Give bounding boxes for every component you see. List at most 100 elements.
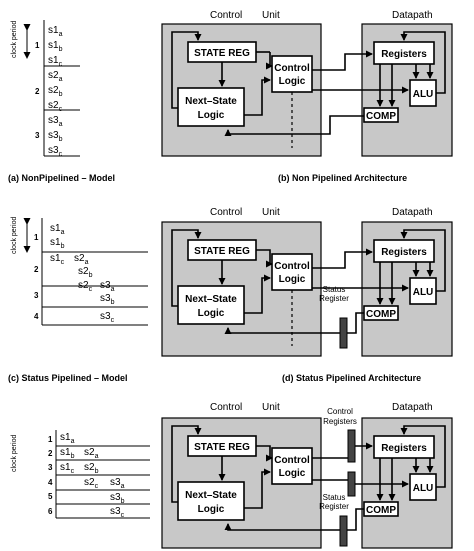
- state-label: s1b: [48, 40, 63, 53]
- status-register: [339, 317, 348, 349]
- status-register-label: Status: [323, 285, 346, 294]
- next-state-logic-block: [177, 87, 245, 127]
- period-number: 1: [35, 41, 40, 50]
- caption-a: (a) NonPipelined – Model: [8, 173, 115, 183]
- status-wire: [224, 115, 364, 136]
- caption-c: (c) Status Pipelined – Model: [8, 373, 128, 383]
- control-registers-label: Registers: [323, 417, 357, 426]
- state-label: s3c: [110, 506, 125, 519]
- period-number: 2: [34, 265, 39, 274]
- next-state-logic-block: [177, 285, 245, 325]
- feedback-wire: [171, 425, 202, 503]
- svg-text:Logic: Logic: [279, 468, 306, 479]
- period-number: 6: [48, 507, 53, 516]
- state-label: s2b: [48, 85, 63, 98]
- state-label: s3b: [110, 492, 125, 505]
- period-number: 3: [34, 291, 39, 300]
- alu-block: [409, 79, 437, 107]
- period-number: 1: [48, 435, 53, 444]
- svg-text:Registers: Registers: [381, 443, 427, 454]
- status-register: [339, 515, 348, 547]
- state-label: s1b: [60, 447, 75, 460]
- wire: [256, 249, 273, 268]
- control-label: Control: [210, 207, 242, 218]
- svg-text:Logic: Logic: [198, 504, 225, 515]
- state-label: s1c: [60, 462, 75, 475]
- registers-block: [373, 41, 435, 65]
- state-label: s1a: [50, 223, 65, 236]
- wire: [244, 76, 271, 116]
- svg-text:COMP: COMP: [366, 111, 396, 122]
- status-register-label: Register: [319, 294, 349, 303]
- unit-label: Unit: [262, 402, 280, 413]
- alu-feedback-wire: [400, 229, 446, 292]
- clock-period-label: clock period: [11, 435, 18, 472]
- clock-period-label: clock period: [11, 217, 18, 254]
- state-label: s3a: [100, 280, 115, 293]
- state-label: s2c: [48, 100, 63, 113]
- period-number: 2: [48, 449, 53, 458]
- registers-block: [373, 239, 435, 263]
- status-wire: [347, 508, 364, 531]
- status-register-label: Register: [319, 502, 349, 511]
- control-logic-block: [271, 447, 313, 485]
- wire: [244, 468, 271, 509]
- control-label: Control: [210, 10, 242, 21]
- svg-text:ALU: ALU: [413, 287, 434, 298]
- state-label: s3b: [48, 130, 63, 143]
- control-signal-wire: [312, 50, 373, 71]
- state-label: s2a: [84, 447, 99, 460]
- alu-feedback-wire: [400, 425, 446, 488]
- state-label: s3b: [100, 293, 115, 306]
- status-wire: [224, 327, 340, 334]
- control-registers-label: Control: [327, 407, 353, 416]
- svg-text:COMP: COMP: [366, 309, 396, 320]
- feedback-wire: [171, 31, 202, 109]
- unit-label: Unit: [262, 10, 280, 21]
- state-label: s1c: [50, 253, 65, 266]
- wire: [266, 52, 273, 70]
- model-a: clock period 1 2 3 s1a s1b s1c s2a s2b s…: [8, 20, 115, 183]
- state-label: s1c: [48, 55, 63, 68]
- period-number: 3: [35, 131, 40, 140]
- svg-text:Registers: Registers: [381, 49, 427, 60]
- svg-text:Logic: Logic: [198, 110, 225, 121]
- control-signal-wire: [312, 248, 373, 269]
- control-register: [347, 471, 356, 497]
- datapath-label: Datapath: [392, 402, 433, 413]
- clock-period-label: clock period: [11, 21, 18, 58]
- datapath-label: Datapath: [392, 10, 433, 21]
- architecture-f: Control Unit Datapath Control Registers …: [161, 402, 453, 549]
- svg-text:Logic: Logic: [198, 308, 225, 319]
- state-label: s2c: [84, 477, 99, 490]
- svg-text:STATE REG: STATE REG: [194, 48, 250, 59]
- period-number: 3: [48, 463, 53, 472]
- control-register: [347, 429, 356, 463]
- model-c: clock period 1 2 3 4 s1a s1b s1c s2a s2b…: [8, 217, 148, 383]
- svg-text:Next–State: Next–State: [185, 294, 237, 305]
- status-wire: [347, 312, 364, 334]
- alu-feedback-wire: [400, 31, 446, 94]
- svg-text:COMP: COMP: [366, 505, 396, 516]
- state-label: s2b: [78, 266, 93, 279]
- svg-text:ALU: ALU: [413, 89, 434, 100]
- state-label: s1a: [48, 25, 63, 38]
- caption-b: (b) Non Pipelined Architecture: [278, 173, 407, 183]
- wire: [256, 445, 273, 462]
- control-label: Control: [210, 402, 242, 413]
- comp-block: [363, 107, 399, 123]
- status-wire: [224, 523, 340, 531]
- state-label: s1b: [50, 237, 65, 250]
- feedback-wire: [171, 229, 202, 307]
- control-logic-block: [271, 253, 313, 291]
- period-number: 5: [48, 492, 53, 501]
- svg-text:Control: Control: [274, 455, 310, 466]
- datapath-label: Datapath: [392, 207, 433, 218]
- svg-text:Control: Control: [274, 261, 310, 272]
- wire: [244, 274, 271, 314]
- status-register-label: Status: [323, 493, 346, 502]
- period-number: 2: [35, 87, 40, 96]
- state-label: s1a: [60, 432, 75, 445]
- svg-text:Control: Control: [274, 63, 310, 74]
